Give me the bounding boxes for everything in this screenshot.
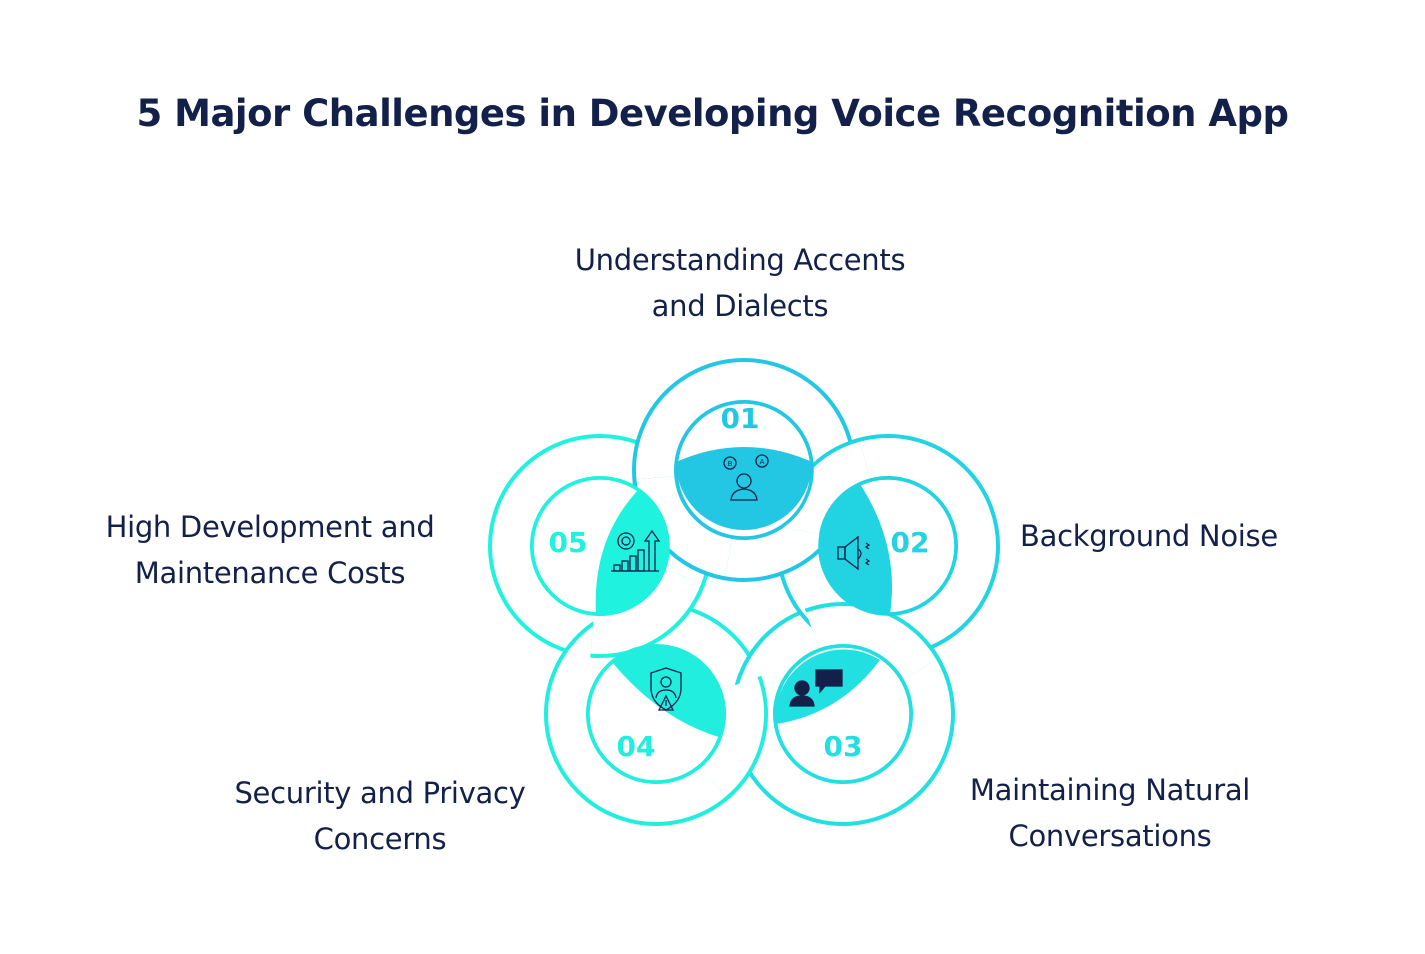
person-chat-icon xyxy=(789,669,843,707)
challenge-number: 04 xyxy=(617,730,656,763)
svg-text:A: A xyxy=(760,458,765,466)
challenge-label-04: Security and Privacy Concerns xyxy=(200,770,560,862)
challenge-number: 05 xyxy=(549,526,588,559)
ring-overlap-01 xyxy=(632,474,734,581)
ring-overlap-04 xyxy=(697,675,768,800)
highlight-segment xyxy=(595,490,668,614)
challenge-label-01: Understanding Accents and Dialects xyxy=(540,237,940,329)
label-line: Concerns xyxy=(313,822,447,856)
speaker-noise-icon xyxy=(837,535,871,571)
shield-user-warning-icon xyxy=(650,667,682,711)
challenge-number: 03 xyxy=(824,730,863,763)
challenge-number: 01 xyxy=(721,402,760,435)
svg-text:B: B xyxy=(728,460,733,468)
label-line: Understanding Accents xyxy=(574,243,906,277)
challenge-label-05: High Development and Maintenance Costs xyxy=(70,504,470,596)
ring-overlap-02 xyxy=(777,437,872,536)
ring-overlap-03 xyxy=(804,602,940,682)
challenge-node-05: 05 xyxy=(530,476,670,616)
ring-overlap-05 xyxy=(590,567,706,658)
label-line: Background Noise xyxy=(1020,519,1278,553)
challenge-number: 02 xyxy=(891,526,930,559)
challenge-label-02: Background Noise xyxy=(1020,513,1330,559)
challenge-node-01: 01 xyxy=(674,400,814,540)
label-line: Security and Privacy xyxy=(234,776,526,810)
challenge-node-02: 02 xyxy=(818,476,958,616)
page-title: 5 Major Challenges in Developing Voice R… xyxy=(136,92,1289,135)
label-line: Maintaining Natural xyxy=(969,773,1251,807)
label-line: Maintenance Costs xyxy=(134,556,406,590)
label-line: and Dialects xyxy=(651,289,829,323)
label-line: High Development and xyxy=(105,510,435,544)
highlight-segment xyxy=(820,484,892,614)
challenge-node-03: 03 xyxy=(773,644,913,784)
gear-dollar-growth-chart-icon xyxy=(611,529,661,572)
label-line: Conversations xyxy=(1008,819,1212,853)
challenge-label-03: Maintaining Natural Conversations xyxy=(930,767,1290,859)
